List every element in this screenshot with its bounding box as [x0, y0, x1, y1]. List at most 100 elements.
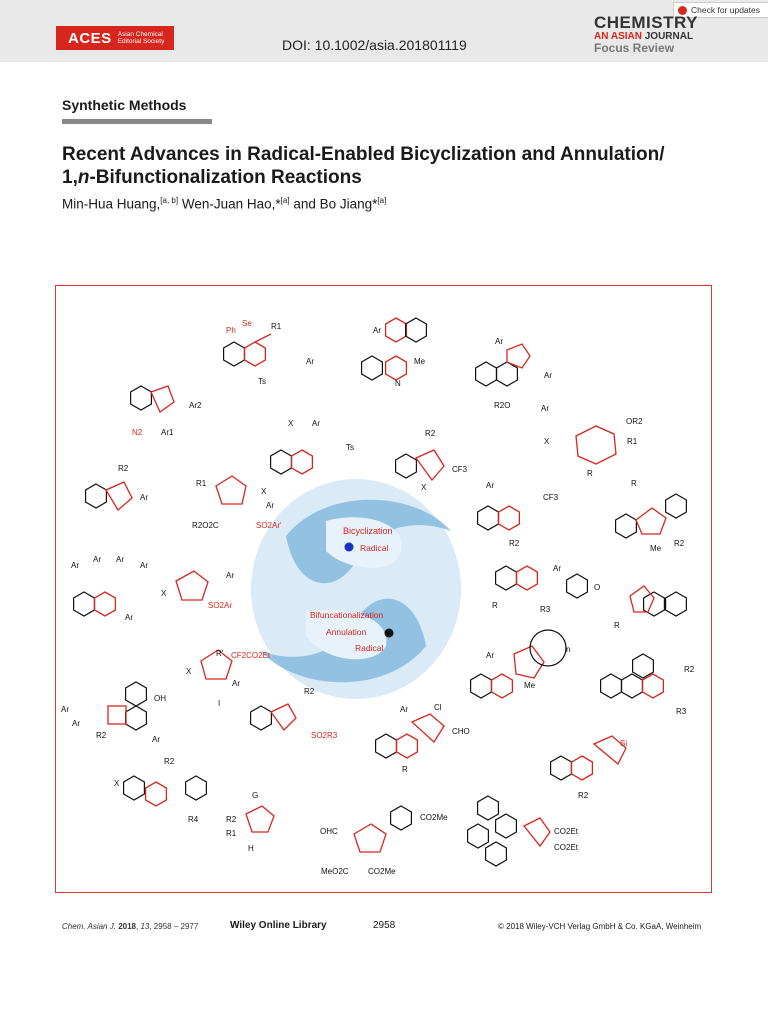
- mol24-h: H: [248, 844, 254, 853]
- molecule-cyclobutanaphthol: OH Ar Ar R2 Ar: [61, 681, 166, 744]
- journal-subtitle-rest: JOURNAL: [644, 31, 694, 42]
- publisher-logo[interactable]: ACES Asian Chemical Editorial Society: [56, 26, 174, 50]
- author-list: Min-Hua Huang,[a, b] Wen-Juan Hao,*[a] a…: [62, 196, 386, 212]
- mol12-ar1: Ar: [71, 561, 79, 570]
- mol19-ar3: Ar: [152, 735, 160, 744]
- molecule-pyrroloquinazolinone: R: [614, 585, 688, 630]
- mol7-cf3: CF3: [452, 465, 468, 474]
- mol9-r2o2c: R2O2C: [192, 521, 219, 530]
- mol7-x: X: [421, 483, 427, 492]
- mol16-r: R': [216, 649, 224, 658]
- center-label-radical-1: Radical: [360, 543, 388, 553]
- footer-citation-journal: Chem. Asian J.: [62, 922, 116, 931]
- mol17-ar: Ar: [486, 651, 494, 660]
- mol21-cho: CHO: [452, 727, 470, 736]
- mol12-ar3: Ar: [116, 555, 124, 564]
- molecule-cf2co2et-cyclopentane: X R' CF2CO2Et Ar I: [186, 649, 271, 708]
- mol9-x: X: [261, 487, 267, 496]
- molecule-phse-quinolinone: Ph Se R1 Ts Ar: [223, 319, 314, 386]
- mol12-ar2: Ar: [93, 555, 101, 564]
- molecule-cf3-indenofuran: R2 CF3 X: [395, 429, 468, 492]
- molecule-indene-diazo: N2 Ar1 Ar2: [130, 385, 202, 437]
- molecule-x-ar-quinolinone: X Ar Ts: [270, 419, 354, 475]
- publisher-logo-text: ACES: [68, 29, 112, 47]
- mol18-r3: R3: [676, 707, 687, 716]
- mol5-r: R: [587, 469, 593, 478]
- mol9-r1: R1: [196, 479, 207, 488]
- mol7-r2: R2: [425, 429, 436, 438]
- crossmark-icon: [678, 5, 687, 15]
- mol4-ar1: Ar1: [161, 428, 174, 437]
- mol3-ar2: Ar: [544, 371, 552, 380]
- mol19-ar1: Ar: [61, 705, 69, 714]
- doi-link[interactable]: DOI: 10.1002/asia.201801119: [282, 37, 467, 53]
- mol9-so2ar: SO2Ar': [256, 521, 282, 530]
- mol3-ar: Ar: [495, 337, 503, 346]
- center-label-bicyclization: Bicyclization: [343, 526, 393, 536]
- footer-citation-pages: 2958 – 2977: [153, 922, 199, 931]
- bicyclization-dot: [344, 542, 354, 552]
- mol13-x: X: [161, 589, 167, 598]
- molecule-cl-cho-quinolinone: Ar Cl CHO R: [375, 703, 470, 774]
- article-title: Recent Advances in Radical-Enabled Bicyc…: [62, 143, 742, 189]
- mol26-co2et-2: CO2Et: [554, 843, 579, 852]
- mol1-ph: Ph: [226, 326, 236, 335]
- molecule-bisphosphoryl-chromene: Ar Ar Ar Ar Ar: [71, 555, 148, 622]
- journal-name: CHEMISTRY: [594, 13, 698, 32]
- mol6-x: X: [288, 419, 294, 428]
- mol2-ar: Ar: [373, 326, 381, 335]
- mol20-so2r3: SO2R3: [311, 731, 338, 740]
- mol13-so2ar: SO2Ar: [208, 601, 232, 610]
- section-rule: [62, 119, 212, 124]
- mol8-ar: Ar: [140, 493, 148, 502]
- mol5-x: X: [544, 437, 550, 446]
- molecule-silyl-quinoxaline: Si R2: [549, 735, 627, 800]
- mol1-ts: Ts: [258, 377, 266, 386]
- mol12-ar5: Ar: [125, 613, 133, 622]
- publisher-logo-subtitle: Asian Chemical Editorial Society: [117, 31, 165, 45]
- mol21-cl: Cl: [434, 703, 442, 712]
- molecule-ar-me-phenanthridinone: Ar Me N: [361, 317, 427, 388]
- mol19-ar2: Ar: [72, 719, 80, 728]
- mol25-co2me: CO2Me: [420, 813, 448, 822]
- mol10-ar: Ar: [486, 481, 494, 490]
- graphical-abstract-svg: Bicyclization Radical Bifuncationalizati…: [61, 317, 695, 876]
- author-1-name[interactable]: Min-Hua Huang,: [62, 196, 161, 212]
- title-line-2-italic: n: [77, 167, 90, 188]
- mol13-ar: Ar: [226, 571, 234, 580]
- molecule-indolophthalazinone: X R2 R4: [114, 757, 207, 824]
- mol26-co2et-1: CO2Et: [554, 827, 579, 836]
- mol19-r2: R2: [96, 731, 107, 740]
- mol19-oh: OH: [154, 694, 166, 703]
- journal-logo[interactable]: CHEMISTRY AN ASIAN JOURNAL Focus Review: [594, 14, 734, 55]
- wiley-online-library-link[interactable]: Wiley Online Library: [230, 920, 327, 931]
- mol17-n: n: [566, 645, 570, 654]
- check-updates-label: Check for updates: [691, 5, 760, 15]
- annulation-dot: [384, 628, 394, 638]
- author-3-name[interactable]: and Bo Jiang*: [289, 196, 378, 212]
- molecule-oxepine-ester: OR2 R1 X R: [544, 417, 643, 478]
- mol25-meo2c: MeO2C: [321, 867, 349, 876]
- mol6-ts: Ts: [346, 443, 354, 452]
- mol24-r1: R1: [226, 829, 237, 838]
- mol11-me: Me: [650, 544, 662, 553]
- mol24-g: G: [252, 791, 258, 800]
- check-updates-button[interactable]: Check for updates: [673, 2, 768, 18]
- mol1-se: Se: [242, 319, 252, 328]
- mol10-cf3: CF3: [543, 493, 559, 502]
- mol21-r: R: [402, 765, 408, 774]
- mol23-r2: R2: [164, 757, 175, 766]
- mol18-r2: R2: [684, 665, 695, 674]
- mol14-r: R: [492, 601, 498, 610]
- mol14-ar: Ar: [553, 564, 561, 573]
- mol22-si: Si: [620, 739, 627, 748]
- molecule-spiro-dienone: Ar R R3 O: [492, 564, 600, 614]
- author-2-name[interactable]: Wen-Juan Hao,*: [178, 196, 281, 212]
- molecule-cf3-benzazepinone: Ar CF3 R2: [477, 481, 559, 548]
- author-2-aff: [a]: [280, 196, 290, 205]
- title-line-2-post: -Bifunctionalization Reactions: [89, 167, 362, 188]
- molecule-benzonaphthyridinone: R2 R3: [599, 653, 695, 716]
- molecule-cyclopentyl-diazene: X Ar SO2Ar: [161, 570, 234, 610]
- molecule-pyrrolidinone-sulfonyl: R1 X Ar R2O2C SO2Ar': [192, 475, 282, 530]
- mol21-ar: Ar: [400, 705, 408, 714]
